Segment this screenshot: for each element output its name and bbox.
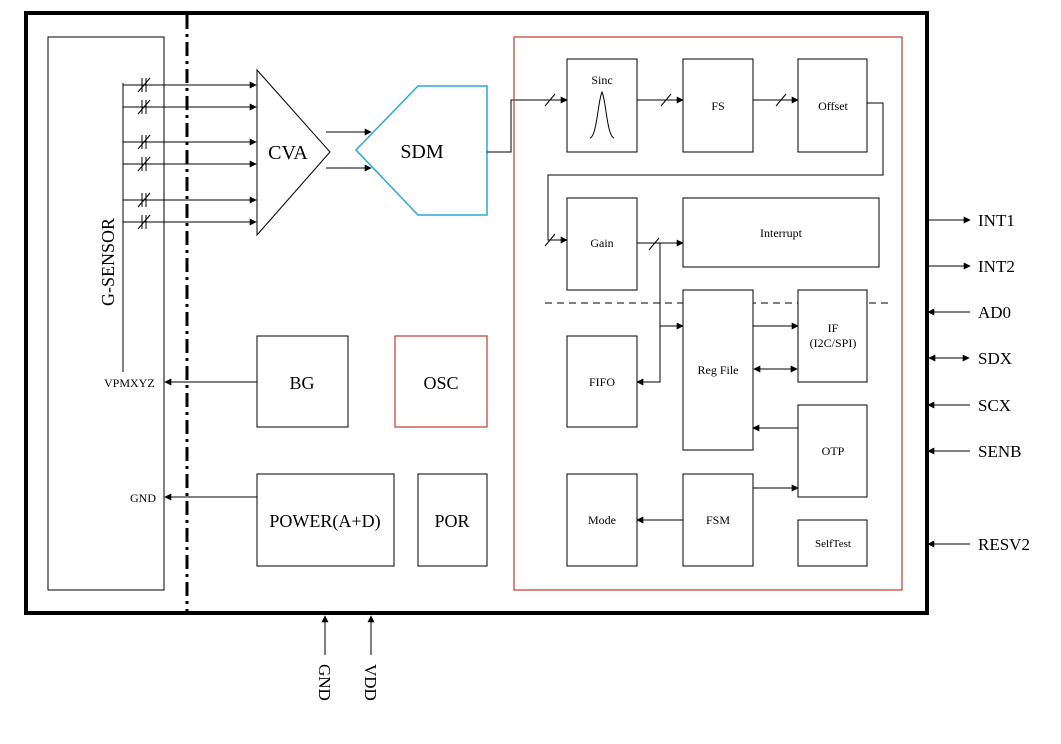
fs-label: FS bbox=[711, 99, 724, 113]
if-label-line2: (I2C/SPI) bbox=[810, 336, 857, 350]
otp-label: OTP bbox=[822, 444, 845, 458]
sdm-label: SDM bbox=[400, 141, 444, 163]
digital-region bbox=[513, 36, 903, 591]
sinc-label: Sinc bbox=[591, 73, 612, 87]
sdm-sinc-bus bbox=[487, 96, 568, 153]
if-block bbox=[797, 289, 868, 383]
fs-block bbox=[682, 58, 754, 153]
por-label: POR bbox=[434, 511, 469, 531]
cva-amplifier bbox=[256, 68, 331, 237]
sinc-block bbox=[566, 58, 638, 153]
offset-label: Offset bbox=[818, 99, 848, 113]
power-block bbox=[256, 473, 395, 567]
g-sensor-block bbox=[47, 36, 165, 591]
selftest-block bbox=[797, 519, 868, 567]
pin-label-resv2: RESV2 bbox=[978, 535, 1030, 554]
power-label: POWER(A+D) bbox=[269, 511, 380, 532]
osc-block bbox=[394, 335, 488, 428]
sdm-modulator bbox=[354, 85, 488, 216]
por-block bbox=[417, 473, 488, 567]
bg-label: BG bbox=[289, 373, 314, 393]
bottom-pins: GND VDD bbox=[315, 615, 380, 701]
osc-label: OSC bbox=[423, 373, 458, 393]
pin-label-ad0: AD0 bbox=[978, 303, 1011, 322]
selftest-label: SelfTest bbox=[815, 538, 851, 550]
if-label-line1: IF bbox=[828, 321, 839, 335]
right-pins: INT1 INT2 AD0 SDX SCX SENB RESV2 bbox=[927, 211, 1030, 554]
pin-label-gnd: GND bbox=[315, 664, 334, 701]
pin-label-sdx: SDX bbox=[978, 349, 1012, 368]
chip-outline bbox=[24, 11, 929, 615]
sinc-curve-icon bbox=[589, 90, 615, 139]
sensor-gnd-label: GND bbox=[130, 491, 156, 505]
mode-block bbox=[566, 473, 638, 567]
pin-label-senb: SENB bbox=[978, 442, 1021, 461]
fsm-block bbox=[682, 473, 754, 567]
reg-file-block bbox=[682, 289, 754, 451]
interrupt-label: Interrupt bbox=[760, 226, 803, 240]
reg-file-label: Reg File bbox=[698, 363, 739, 377]
pin-label-int2: INT2 bbox=[978, 257, 1015, 276]
cva-label: CVA bbox=[268, 142, 308, 164]
mode-label: Mode bbox=[588, 513, 616, 527]
otp-block bbox=[797, 404, 868, 498]
pin-label-scx: SCX bbox=[978, 396, 1011, 415]
gain-label: Gain bbox=[590, 236, 613, 250]
sensor-capacitors bbox=[122, 77, 257, 372]
fifo-label: FIFO bbox=[589, 375, 615, 389]
pin-label-int1: INT1 bbox=[978, 211, 1015, 230]
gain-block bbox=[566, 197, 638, 291]
fifo-block bbox=[566, 335, 638, 428]
offset-gain-bus bbox=[547, 102, 884, 244]
pin-label-vdd: VDD bbox=[361, 664, 380, 701]
g-sensor-label: G-SENSOR bbox=[98, 218, 118, 306]
fsm-label: FSM bbox=[706, 513, 730, 527]
offset-block bbox=[797, 58, 868, 153]
interrupt-block bbox=[682, 197, 880, 268]
vpmxyz-label: VPMXYZ bbox=[104, 376, 155, 390]
